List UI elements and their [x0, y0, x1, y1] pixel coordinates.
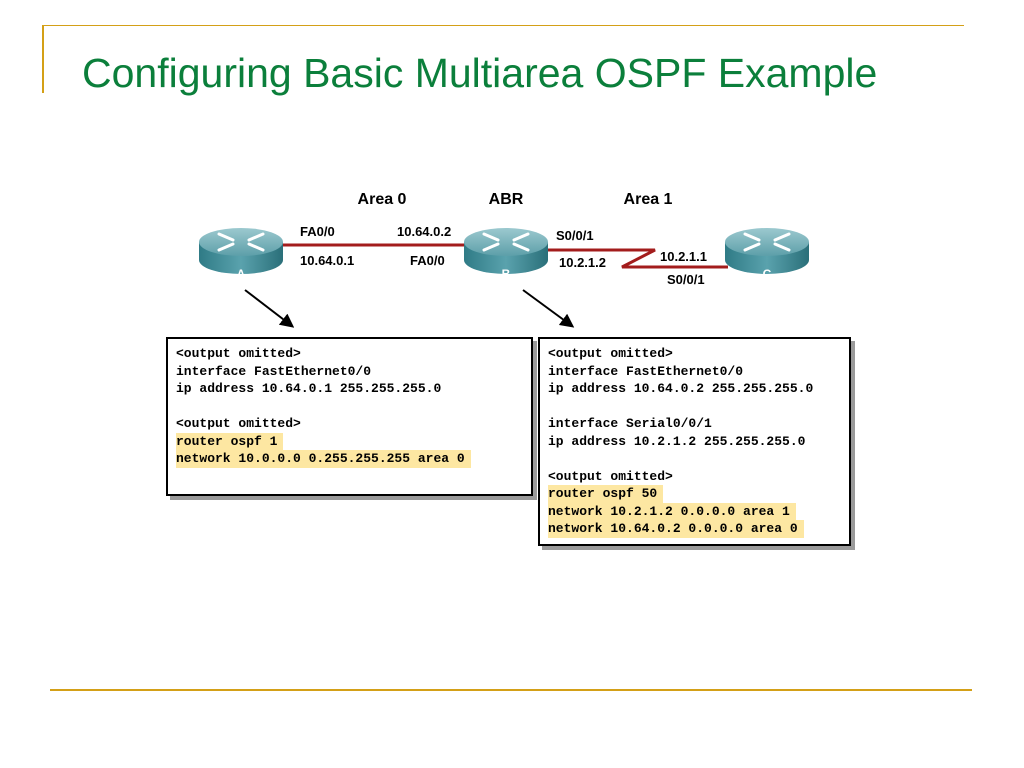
router-a-icon: A [197, 226, 285, 281]
config-line: ip address 10.64.0.2 255.255.255.0 [548, 381, 814, 396]
router-b-config-box: <output omitted> interface FastEthernet0… [538, 337, 851, 546]
router-a-interface-label: FA0/0 [300, 224, 335, 239]
left-rule [42, 25, 44, 93]
arrow-router-b-config [522, 289, 575, 328]
bottom-rule [50, 689, 972, 691]
config-line: interface FastEthernet0/0 [548, 363, 744, 379]
config-line: interface Serial0/0/1 [548, 416, 712, 431]
arrow-router-a-config [244, 289, 295, 328]
router-c-serial-interface-label: S0/0/1 [667, 272, 705, 287]
config-line-highlighted: network 10.2.1.2 0.0.0.0 area 1 [548, 502, 841, 520]
router-c-label: C [763, 267, 772, 281]
config-line: <output omitted> [176, 416, 301, 431]
router-b-serial-ip-label: 10.2.1.2 [559, 255, 606, 270]
top-rule [42, 25, 964, 26]
config-line: interface FastEthernet0/0 [176, 363, 372, 379]
config-line-highlighted: network 10.64.0.2 0.0.0.0 area 0 [548, 520, 841, 538]
slide-title: Configuring Basic Multiarea OSPF Example [82, 50, 878, 96]
config-line: <output omitted> [176, 346, 301, 361]
router-c-serial-ip-label: 10.2.1.1 [660, 249, 707, 264]
config-line-highlighted: network 10.0.0.0 0.255.255.255 area 0 [176, 450, 523, 468]
area0-label: Area 0 [358, 191, 407, 208]
router-c-icon: C [723, 226, 811, 281]
config-line-highlighted: router ospf 50 [548, 485, 841, 503]
config-line: ip address 10.64.0.1 255.255.255.0 [176, 381, 442, 396]
link-b-c-serial [548, 248, 728, 269]
area1-label: Area 1 [624, 191, 673, 208]
config-line: <output omitted> [548, 346, 673, 361]
config-line-blank [548, 450, 841, 468]
config-line: <output omitted> [548, 468, 673, 484]
router-b-serial-interface-label: S0/0/1 [556, 228, 594, 243]
router-a-config-box: <output omitted> interface FastEthernet0… [166, 337, 533, 496]
config-line: ip address 10.2.1.2 255.255.255.0 [548, 433, 806, 449]
config-line-highlighted: router ospf 1 [176, 432, 523, 450]
config-line-blank [548, 398, 841, 416]
router-a-ip-label: 10.64.0.1 [300, 253, 354, 268]
router-b-fa-ip-label: 10.64.0.2 [397, 224, 451, 239]
router-b-label: B [502, 267, 511, 281]
router-a-label: A [237, 267, 246, 281]
config-line-blank [176, 398, 523, 416]
abr-label: ABR [489, 191, 524, 208]
router-b-icon: B [462, 226, 550, 281]
router-b-fa-interface-label: FA0/0 [410, 253, 445, 268]
